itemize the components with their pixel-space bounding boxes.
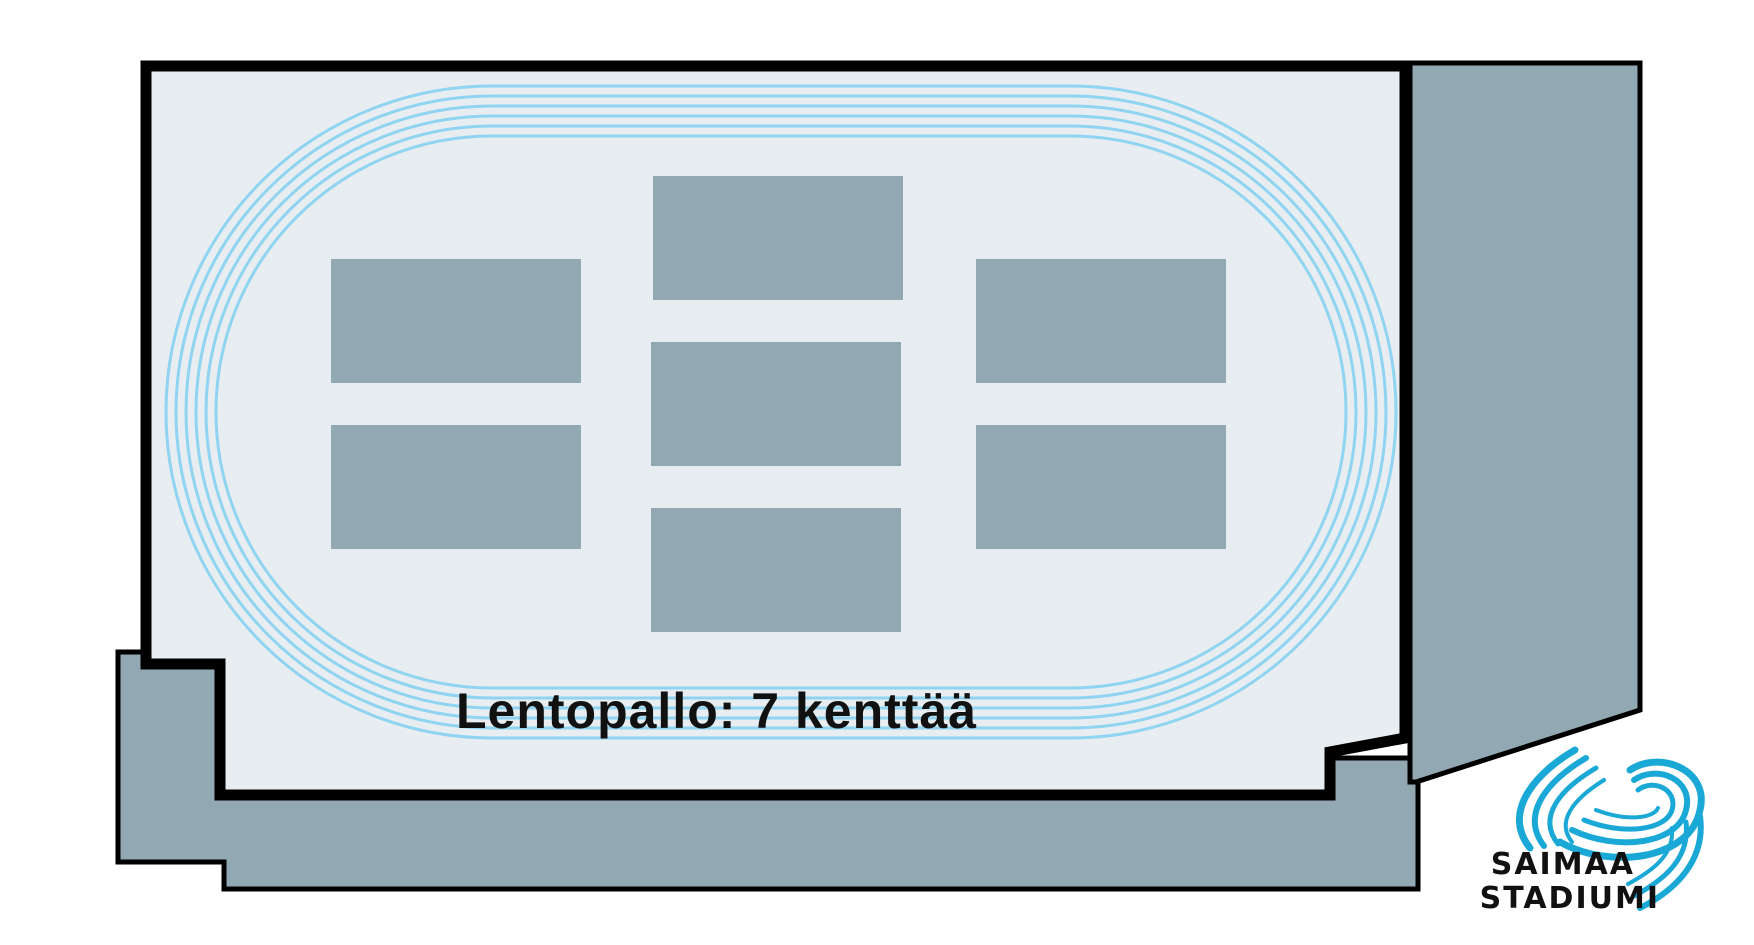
saimaa-stadiumi-logo: SAIMAA STADIUMI bbox=[1445, 730, 1750, 916]
stand-east bbox=[1407, 60, 1643, 785]
court-5 bbox=[651, 508, 901, 632]
running-track bbox=[164, 84, 1398, 740]
court-4 bbox=[651, 342, 901, 466]
logo-line-stadiumi: STADIUMI bbox=[1479, 881, 1660, 916]
court-2 bbox=[331, 425, 581, 549]
court-1 bbox=[331, 259, 581, 383]
court-7 bbox=[976, 425, 1226, 549]
swoosh-logo-icon bbox=[1515, 746, 1705, 911]
volleyball-courts bbox=[331, 176, 1226, 632]
logo-line-saimaa: SAIMAA bbox=[1490, 847, 1635, 882]
map-caption: Lentopallo: 7 kenttää bbox=[456, 683, 978, 739]
logo-text: SAIMAA STADIUMI bbox=[1445, 848, 1660, 916]
court-3 bbox=[653, 176, 903, 300]
court-6 bbox=[976, 259, 1226, 383]
